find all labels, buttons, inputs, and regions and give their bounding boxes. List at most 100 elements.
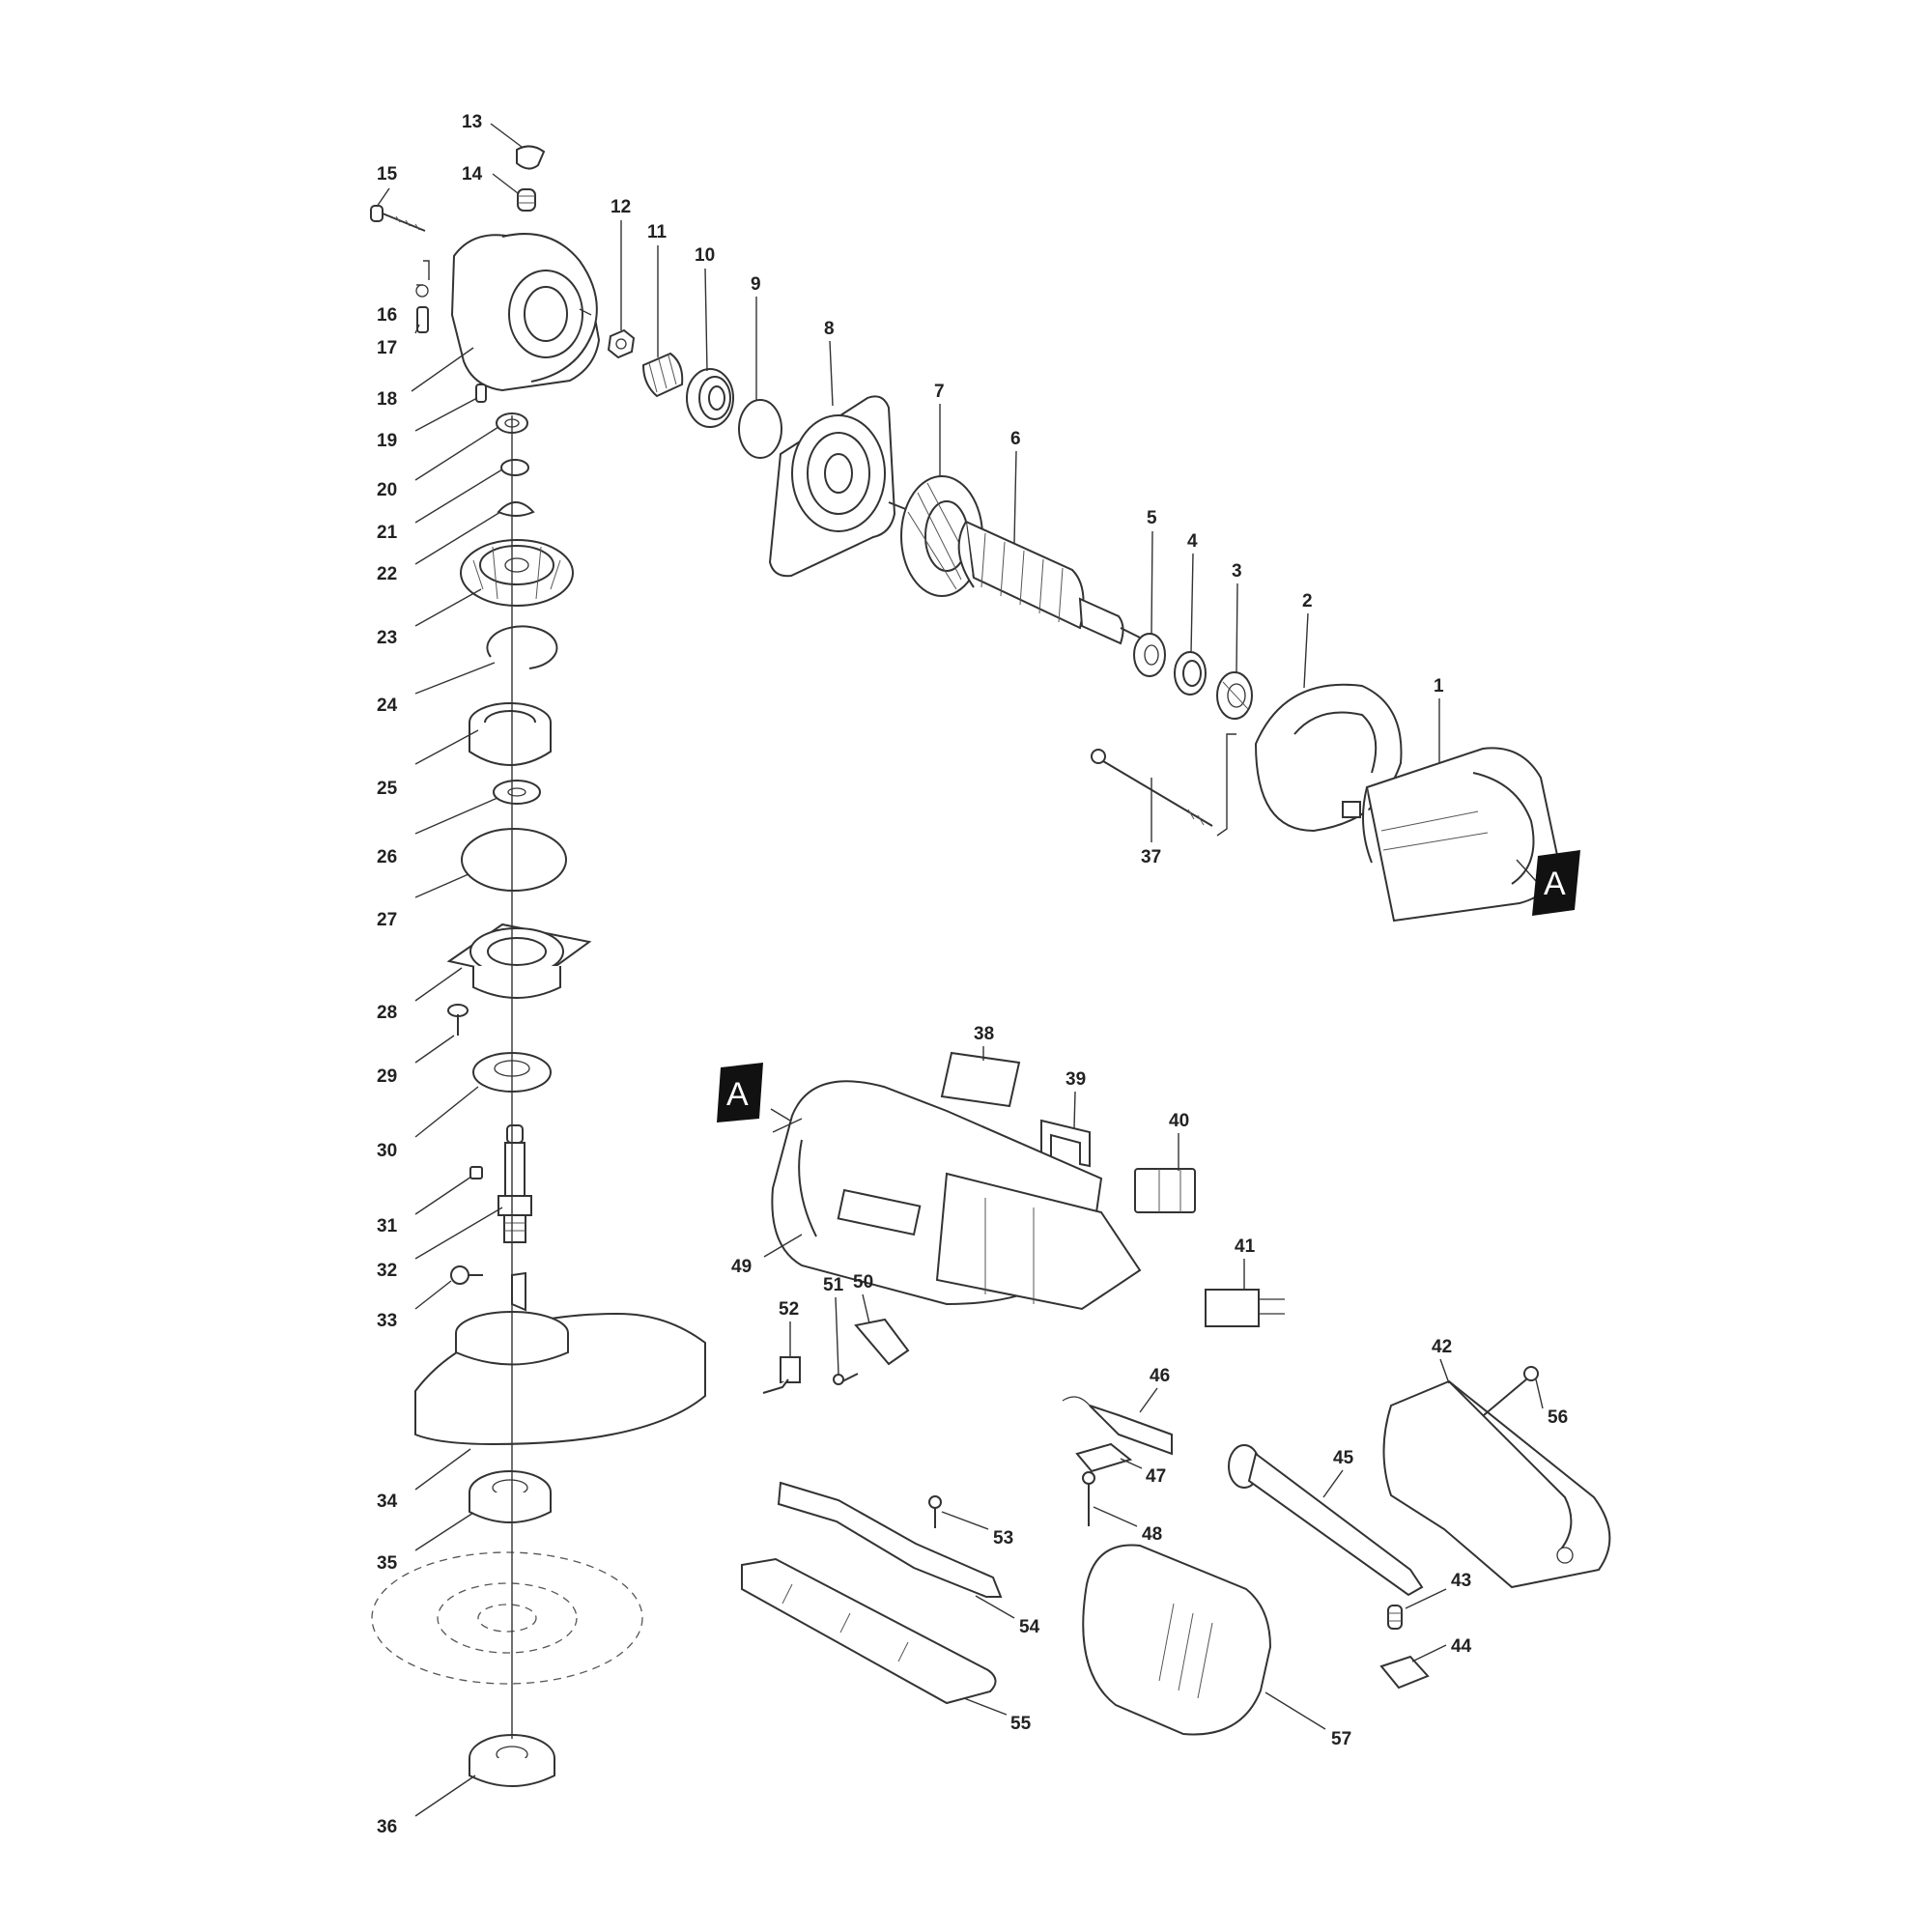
callout-52: 52 (779, 1299, 799, 1320)
part-28-bearing-retainer (446, 923, 592, 999)
part-22-spring-washer (497, 501, 535, 517)
callout-57: 57 (1331, 1729, 1351, 1749)
callout-25: 25 (377, 779, 398, 799)
callout-45: 45 (1333, 1448, 1354, 1468)
part-4-bearing (1174, 651, 1207, 696)
callout-40: 40 (1169, 1111, 1189, 1131)
callout-32: 32 (377, 1261, 397, 1281)
part-50-brush-holder (854, 1318, 910, 1366)
part-42-rear-cover (1382, 1379, 1611, 1589)
part-25-ball-bearing (469, 702, 552, 766)
callout-50: 50 (853, 1272, 873, 1293)
callout-8: 8 (824, 319, 835, 339)
part-57-gear-housing-cover (1082, 1544, 1272, 1736)
callout-12: 12 (611, 197, 631, 217)
callout-23: 23 (377, 628, 397, 648)
part-40-switch (1134, 1168, 1196, 1213)
wheel-outline (371, 1551, 643, 1685)
callout-20: 20 (377, 480, 397, 500)
callout-11: 11 (647, 222, 668, 242)
part-13-lever (516, 145, 546, 170)
callout-13: 13 (462, 112, 482, 132)
callout-15: 15 (377, 164, 398, 185)
callout-56: 56 (1548, 1407, 1568, 1428)
callout-28: 28 (377, 1003, 397, 1023)
part-24-retaining-ring (486, 625, 558, 669)
part-53-screw (928, 1495, 942, 1528)
callout-2: 2 (1302, 591, 1313, 611)
callout-38: 38 (974, 1024, 994, 1044)
part-56-screw (1483, 1366, 1539, 1416)
callout-36: 36 (377, 1817, 397, 1837)
callout-31: 31 (377, 1216, 398, 1236)
callout-1: 1 (1434, 676, 1444, 696)
part-5-ring (1133, 633, 1166, 677)
part-44-lock-button (1379, 1655, 1430, 1690)
part-35-inner-flange (469, 1470, 552, 1523)
callout-51: 51 (823, 1275, 844, 1295)
part-47-terminal (1075, 1442, 1133, 1473)
callout-5: 5 (1147, 508, 1157, 528)
callout-27: 27 (377, 910, 397, 930)
callout-labels: 13 14 15 16 17 18 19 20 21 22 23 24 25 2… (377, 112, 1568, 1837)
part-19-pin (475, 384, 487, 403)
part-54-switch-lever (777, 1481, 1003, 1598)
callout-4: 4 (1187, 531, 1198, 552)
part-14-spring (517, 188, 536, 212)
callout-42: 42 (1432, 1337, 1452, 1357)
callout-44: 44 (1451, 1636, 1472, 1657)
part-52-carbon-brush (762, 1356, 801, 1394)
part-48-screw (1082, 1471, 1095, 1526)
callout-10: 10 (695, 245, 715, 266)
part-9-o-ring (738, 399, 782, 459)
callout-6: 6 (1010, 429, 1021, 449)
part-12-nut (607, 328, 636, 359)
part-11-bevel-gear (641, 352, 684, 398)
callout-18: 18 (377, 389, 397, 410)
part-6-armature (957, 520, 1141, 645)
callout-35: 35 (377, 1553, 398, 1574)
callout-43: 43 (1451, 1571, 1471, 1591)
callout-46: 46 (1150, 1366, 1170, 1386)
part-15-screw (370, 205, 426, 232)
reference-letter: A (1544, 866, 1566, 902)
part-10-ball-bearing (686, 368, 734, 428)
part-18-gear-housing (450, 233, 601, 392)
callout-47: 47 (1146, 1466, 1166, 1487)
part-33-screw (450, 1265, 483, 1285)
callout-3: 3 (1232, 561, 1242, 582)
callout-22: 22 (377, 564, 397, 584)
part-31-key (469, 1166, 483, 1179)
part-29-screw (447, 1004, 469, 1036)
part-45-side-grip (1228, 1444, 1424, 1597)
callout-33: 33 (377, 1311, 397, 1331)
part-36-lock-nut (469, 1734, 555, 1787)
callout-7: 7 (934, 382, 945, 402)
part-17-pin (416, 306, 429, 333)
callout-39: 39 (1065, 1069, 1086, 1090)
reference-mark-a-upper: A (1532, 850, 1580, 916)
part-1-field (1362, 747, 1560, 923)
callout-21: 21 (377, 523, 398, 543)
part-23-spiral-bevel-gear (460, 539, 574, 607)
part-27-o-ring (461, 828, 567, 892)
callout-55: 55 (1010, 1714, 1032, 1734)
reference-letter: A (726, 1076, 749, 1113)
callout-34: 34 (377, 1492, 398, 1512)
callout-9: 9 (751, 274, 761, 295)
part-3-insulation-washer (1216, 671, 1253, 720)
part-37-long-screw (1091, 749, 1213, 827)
part-26-flat-washer (493, 780, 541, 805)
callout-48: 48 (1142, 1524, 1162, 1545)
part-34-wheel-cover (414, 1271, 706, 1446)
reference-mark-a-lower: A (717, 1063, 763, 1122)
callout-19: 19 (377, 431, 397, 451)
part-21-ring (500, 459, 529, 476)
part-55-handle-cover (741, 1557, 997, 1705)
part-49-motor-housing (771, 1080, 1142, 1311)
callout-30: 30 (377, 1141, 397, 1161)
callout-49: 49 (731, 1257, 752, 1277)
part-artwork (370, 145, 1611, 1787)
part-16-ring (415, 284, 429, 298)
